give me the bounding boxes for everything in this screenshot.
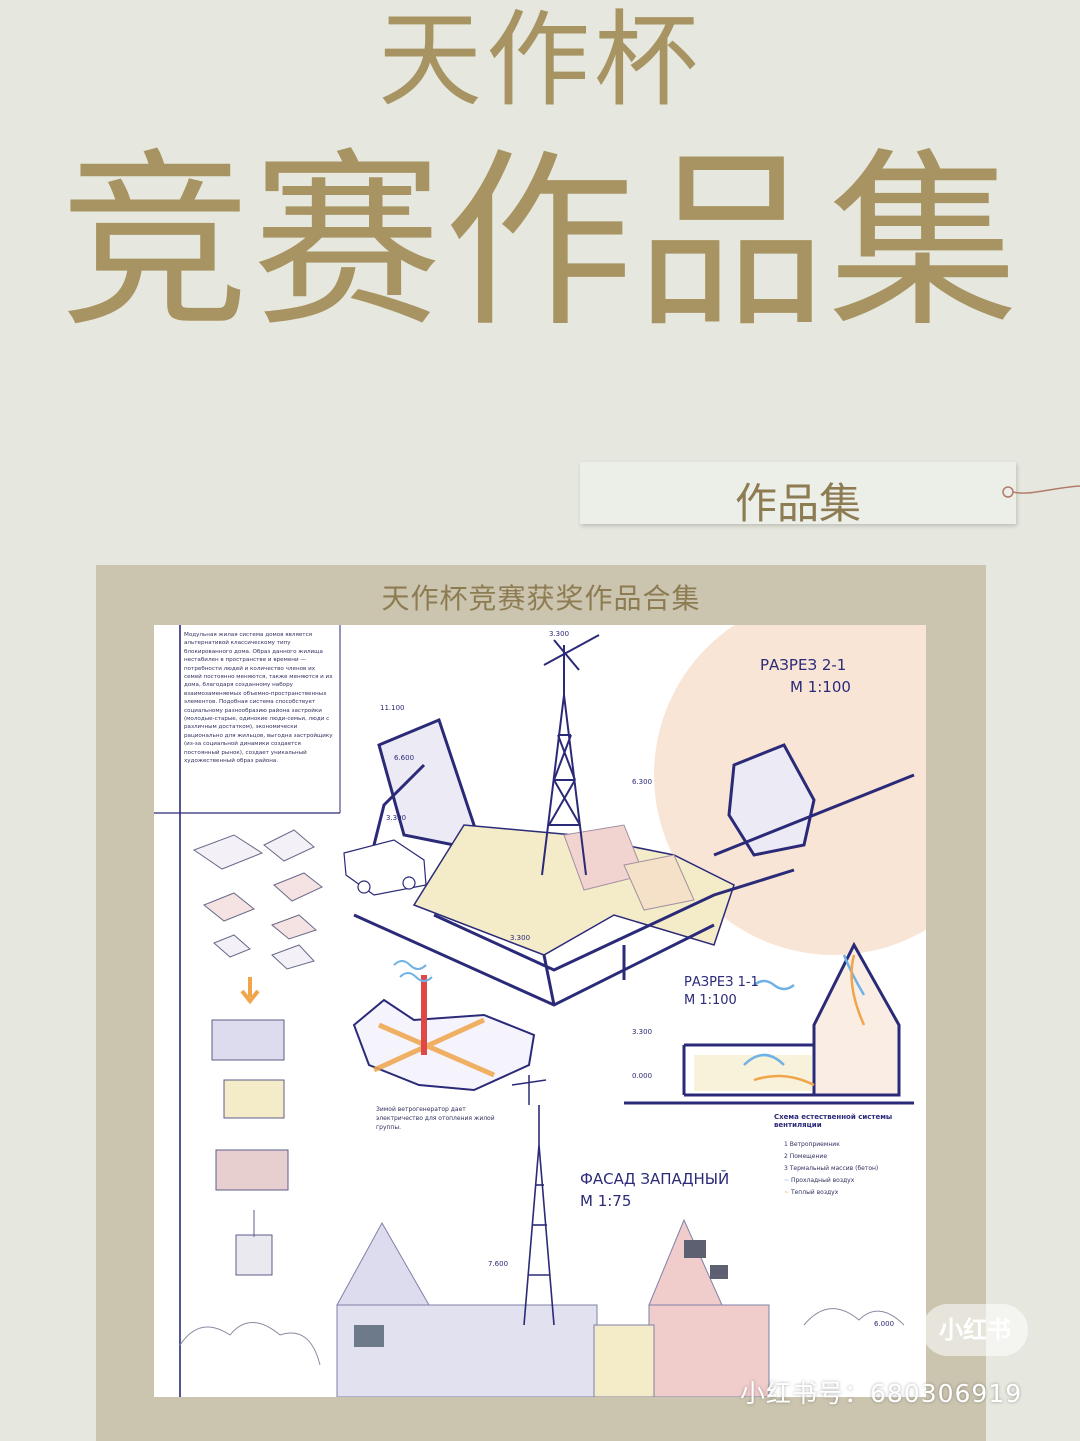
legend-item: 2 Помещение [784,1153,828,1160]
wind-note: Зимой ветрогенератор дает электричество … [376,1106,495,1131]
section-11-title: РАЗРЕЗ 1-1 [684,975,759,990]
board-frame: 天作杯竞赛获奖作品合集 [96,565,986,1441]
title-line1: 天作杯 [377,0,702,121]
facade-scale: М 1:75 [580,1192,632,1210]
legend-item: ~ Теплый воздух [784,1189,839,1196]
section-21-title: РАЗРЕЗ 2-1 [760,656,847,674]
section-11-scale: М 1:100 [684,993,737,1008]
section-21-scale: М 1:100 [790,678,851,696]
legend-item: ~ Прохладный воздух [784,1177,855,1184]
title-line2: 竞赛作品集 [59,132,1020,353]
board-caption: 天作杯竞赛获奖作品合集 [381,582,701,615]
drawing-sheet: Модульная жилая система домов является а… [154,625,926,1397]
watermark: 小红书号：680306919 [740,1379,1023,1408]
portfolio-tag-label: 作品集 [734,479,861,528]
level-facade-right: 6.000 [874,1320,895,1328]
facade-title: ФАСАД ЗАПАДНЫЙ [580,1170,730,1188]
level-l2: 3.300 [386,814,407,822]
level-facade: 7.600 [488,1260,509,1268]
level-l3: 6.300 [632,778,653,786]
level-roof: 11.100 [380,704,405,712]
level-zero: 0.000 [632,1072,653,1080]
tag-string-icon [1002,485,1080,498]
level-section-base: 3.300 [632,1028,653,1036]
legend-item: 1 Ветроприемник [784,1141,840,1148]
level-top: 3.300 [549,630,570,638]
architecture-drawing [154,625,926,1397]
description-paragraph: Модульная жилая система домов является а… [184,632,333,765]
level-l1: 6.600 [394,754,415,762]
legend-item: 3 Термальный массив (бетон) [784,1165,879,1172]
portfolio-tag: 作品集 [580,462,1016,528]
level-base: 3.300 [510,934,531,942]
legend-title: Схема естественной системы вентиляции [774,1113,893,1129]
xiaohongshu-badge: 小红书 [922,1304,1028,1356]
